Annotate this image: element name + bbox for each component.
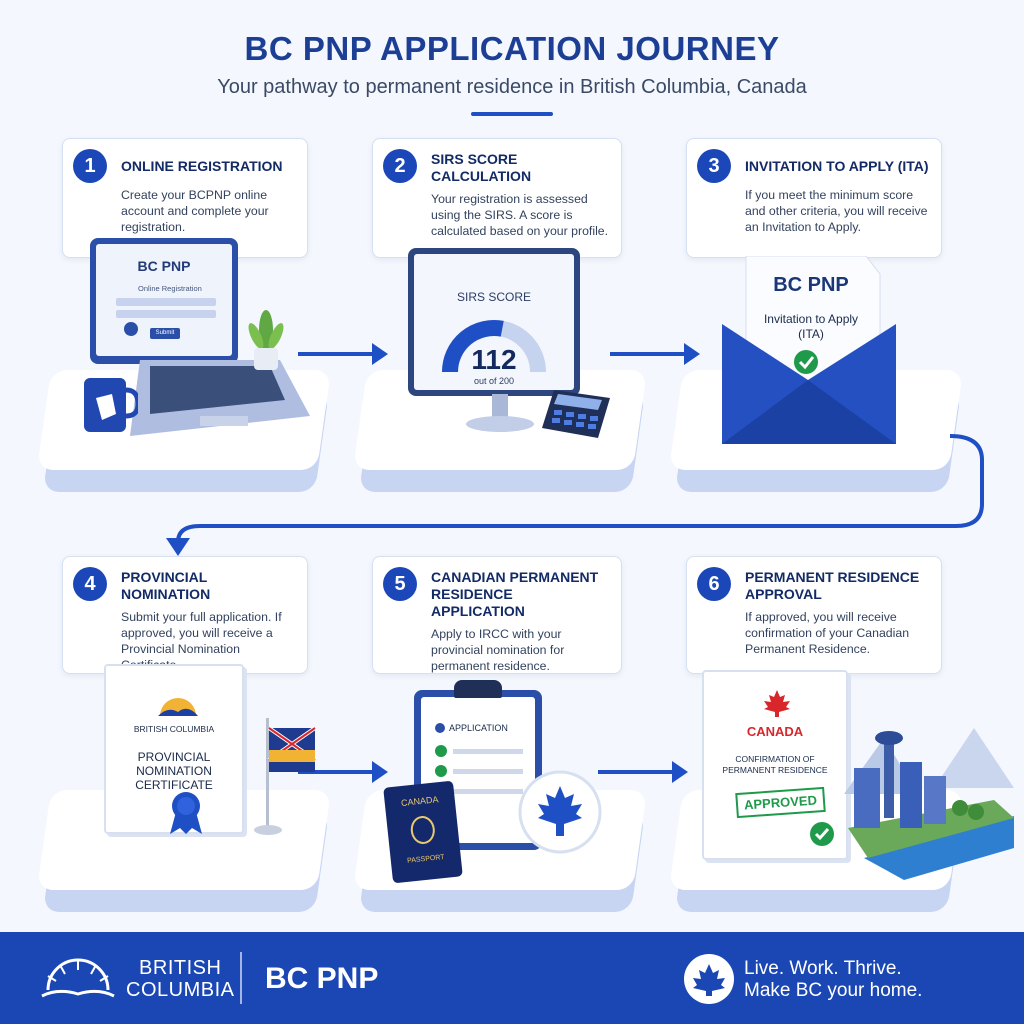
step-title: CANADIAN PERMANENT RESIDENCE APPLICATION <box>431 569 599 619</box>
footer-bc-logo-text: BRITISH COLUMBIA <box>126 957 235 1001</box>
step-number: 4 <box>73 567 107 601</box>
page-subtitle: Your pathway to permanent residence in B… <box>217 76 807 98</box>
nomination-certificate: BRITISH COLUMBIA PROVINCIAL NOMINATION C… <box>104 664 244 834</box>
sirs-score-max: out of 200 <box>473 376 515 386</box>
bc-flag-icon <box>254 718 317 835</box>
step-card-6: 6 PERMANENT RESIDENCE APPROVAL If approv… <box>686 556 942 674</box>
step-number: 2 <box>383 149 417 183</box>
passport-country: CANADA <box>400 794 439 809</box>
step-description: Submit your full application. If approve… <box>121 610 282 672</box>
sirs-score-label: SIRS SCORE <box>456 290 531 304</box>
check-icon <box>810 822 834 846</box>
monitor-illustration: SIRS SCORE 112 out of 200 <box>408 248 580 396</box>
footer-program-name: BC PNP <box>265 962 379 995</box>
passport: CANADA PASSPORT <box>383 780 463 884</box>
maple-leaf-badge-icon <box>518 770 602 854</box>
step-title: INVITATION TO APPLY (ITA) <box>745 157 929 174</box>
red-maple-leaf-icon <box>764 690 790 717</box>
step-title: SIRS SCORE CALCULATION <box>431 151 532 184</box>
ribbon-seal-icon <box>170 792 202 834</box>
step-number: 3 <box>697 149 731 183</box>
step-number: 5 <box>383 567 417 601</box>
page-title: BC PNP APPLICATION JOURNEY <box>244 30 780 67</box>
flow-arrow <box>298 761 388 783</box>
bc-sun-logo-icon <box>41 958 115 998</box>
user-icon <box>435 723 445 733</box>
footer-divider <box>240 952 242 1004</box>
step-card-3: 3 INVITATION TO APPLY (ITA) If you meet … <box>686 138 942 258</box>
clipboard-title: APPLICATION <box>449 723 508 733</box>
flow-arrow <box>598 761 688 783</box>
bc-sun-logo-icon <box>158 698 198 716</box>
sirs-score-value: 112 <box>471 344 517 375</box>
step-number: 6 <box>697 567 731 601</box>
title-underline <box>471 112 553 116</box>
step-title: PROVINCIAL NOMINATION <box>121 569 211 602</box>
envelope-illustration <box>722 256 896 444</box>
certificate-org: BRITISH COLUMBIA <box>133 724 215 734</box>
plant-icon <box>248 310 284 370</box>
step-description: If approved, you will receive confirmati… <box>745 610 910 656</box>
laptop-form-title: Online Registration <box>138 284 202 293</box>
step-card-5: 5 CANADIAN PERMANENT RESIDENCE APPLICATI… <box>372 556 622 674</box>
envelope-letter: Invitation to Apply (ITA) <box>763 312 859 341</box>
laptop-keyboard <box>130 360 310 436</box>
step-card-4: 4 PROVINCIAL NOMINATION Submit your full… <box>62 556 308 674</box>
step-description: Your registration is assessed using the … <box>431 192 609 238</box>
clipboard-clip <box>454 680 502 698</box>
row-connector-arrow <box>166 434 984 556</box>
monitor-stand <box>466 394 534 432</box>
step-card-2: 2 SIRS SCORE CALCULATION Your registrati… <box>372 138 622 258</box>
pr-confirmation-document: CANADA CONFIRMATION OF PERMANENT RESIDEN… <box>702 670 848 860</box>
user-icon <box>124 322 138 336</box>
step-description: Apply to IRCC with your provincial nomin… <box>431 627 565 673</box>
certificate-title: PROVINCIAL NOMINATION CERTIFICATE <box>135 750 213 792</box>
vancouver-skyline-icon <box>844 728 1014 880</box>
step-description: If you meet the minimum score and other … <box>745 188 928 234</box>
coat-of-arms-icon <box>409 814 437 846</box>
laptop-brand: BC PNP <box>137 258 191 274</box>
laptop-illustration: BC PNP Online Registration Submit <box>90 238 240 368</box>
step-number: 1 <box>73 149 107 183</box>
laptop-submit: Submit <box>150 328 180 339</box>
step-description: Create your BCPNP online account and com… <box>121 188 269 234</box>
footer-tagline: Live. Work. Thrive. Make BC your home. <box>744 958 923 1001</box>
score-gauge <box>442 320 546 373</box>
maple-leaf-icon <box>684 954 734 1004</box>
envelope-brand: BC PNP <box>773 274 849 296</box>
approved-stamp: APPROVED <box>735 786 826 819</box>
bc-mug-icon <box>84 378 138 432</box>
passport-label: PASSPORT <box>406 853 445 865</box>
calculator-icon <box>542 390 610 438</box>
footer-banner: BRITISH COLUMBIA BC PNP Live. Work. Thri… <box>0 932 1024 1024</box>
flow-arrow <box>610 343 700 365</box>
step-title: PERMANENT RESIDENCE APPROVAL <box>745 569 920 602</box>
flow-arrow <box>298 343 388 365</box>
pr-doc-title: CONFIRMATION OF PERMANENT RESIDENCE <box>722 754 828 775</box>
pr-doc-country: CANADA <box>746 724 804 739</box>
step-title: ONLINE REGISTRATION <box>121 157 283 174</box>
